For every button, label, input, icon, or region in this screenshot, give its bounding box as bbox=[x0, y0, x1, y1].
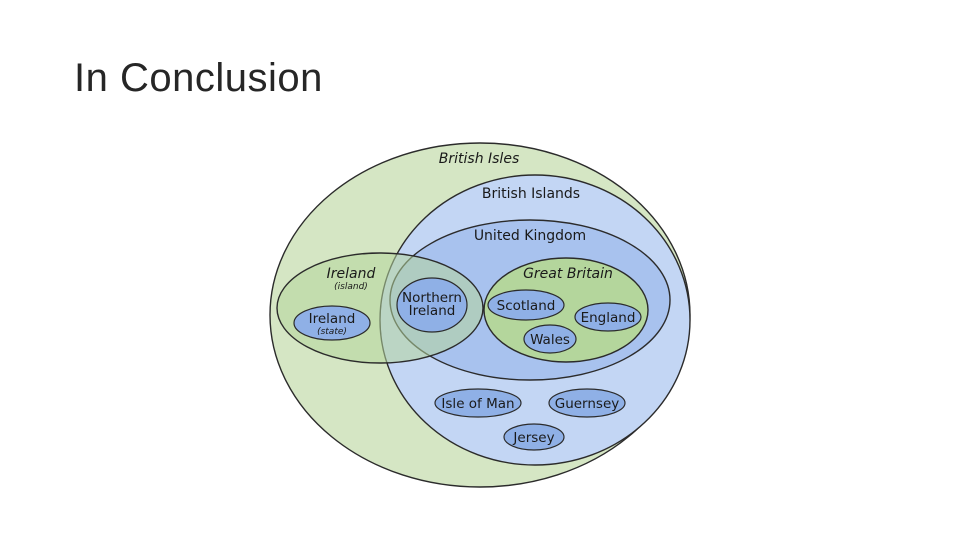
ireland-state-bubble bbox=[293, 305, 371, 341]
england-label: England bbox=[581, 310, 636, 326]
isle-of-man-label: Isle of Man bbox=[441, 396, 514, 412]
british-isles-label: British Isles bbox=[439, 151, 519, 167]
isle-of-man-bubble bbox=[434, 388, 522, 418]
british-islands-label: British Islands bbox=[482, 186, 580, 202]
guernsey-label: Guernsey bbox=[555, 396, 620, 412]
northern-ireland-bubble bbox=[396, 277, 468, 333]
slide-title: In Conclusion bbox=[74, 56, 323, 100]
northern-ireland-label-line1: Northern bbox=[402, 290, 462, 306]
ireland-island-label: Ireland bbox=[327, 266, 376, 282]
scotland-bubble bbox=[487, 289, 565, 321]
great-britain-label: Great Britain bbox=[523, 266, 613, 282]
ireland-state-note: (state) bbox=[317, 327, 347, 337]
wales-bubble bbox=[523, 324, 577, 354]
jersey-bubble bbox=[503, 423, 565, 451]
scotland-label: Scotland bbox=[497, 298, 556, 314]
northern-ireland-label-line2: Ireland bbox=[409, 303, 456, 319]
ireland-island-note: (island) bbox=[334, 282, 368, 292]
guernsey-bubble bbox=[548, 388, 626, 418]
united-kingdom-label: United Kingdom bbox=[474, 228, 586, 244]
ireland-state-label: Ireland bbox=[309, 311, 356, 327]
jersey-label: Jersey bbox=[512, 430, 554, 446]
wales-label: Wales bbox=[530, 332, 570, 348]
england-bubble bbox=[574, 302, 642, 332]
